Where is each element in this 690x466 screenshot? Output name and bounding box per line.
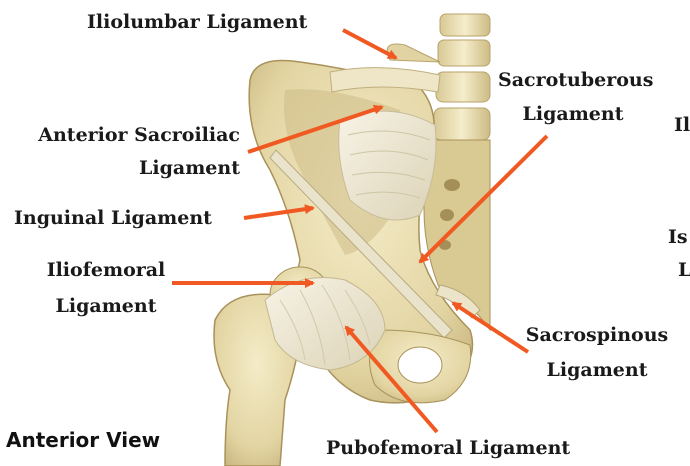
- label-sacrotuberous-line1: Sacrotuberous: [498, 68, 648, 92]
- label-sacrotuberous-line2: Ligament: [498, 102, 648, 126]
- label-anterior-sacroiliac-line2: Ligament: [20, 156, 240, 180]
- label-iliofemoral-line1: Iliofemoral: [26, 258, 186, 282]
- label-sacrospinous-line1: Sacrospinous: [522, 323, 672, 347]
- label-sacrospinous-line2: Ligament: [522, 358, 672, 382]
- label-inguinal-ligament: Inguinal Ligament: [14, 206, 212, 230]
- label-iliolumbar-ligament: Iliolumbar Ligament: [87, 10, 307, 34]
- cut-off-text-1: Il: [674, 114, 690, 136]
- arrow-iliolumbar: [343, 30, 396, 58]
- cut-off-text-2: Is: [668, 226, 688, 248]
- label-iliofemoral-line2: Ligament: [26, 294, 186, 318]
- label-pubofemoral-ligament: Pubofemoral Ligament: [326, 436, 570, 460]
- cut-off-text-3: L: [678, 259, 690, 281]
- view-caption: Anterior View: [6, 428, 160, 452]
- label-anterior-sacroiliac-line1: Anterior Sacroiliac: [20, 123, 240, 147]
